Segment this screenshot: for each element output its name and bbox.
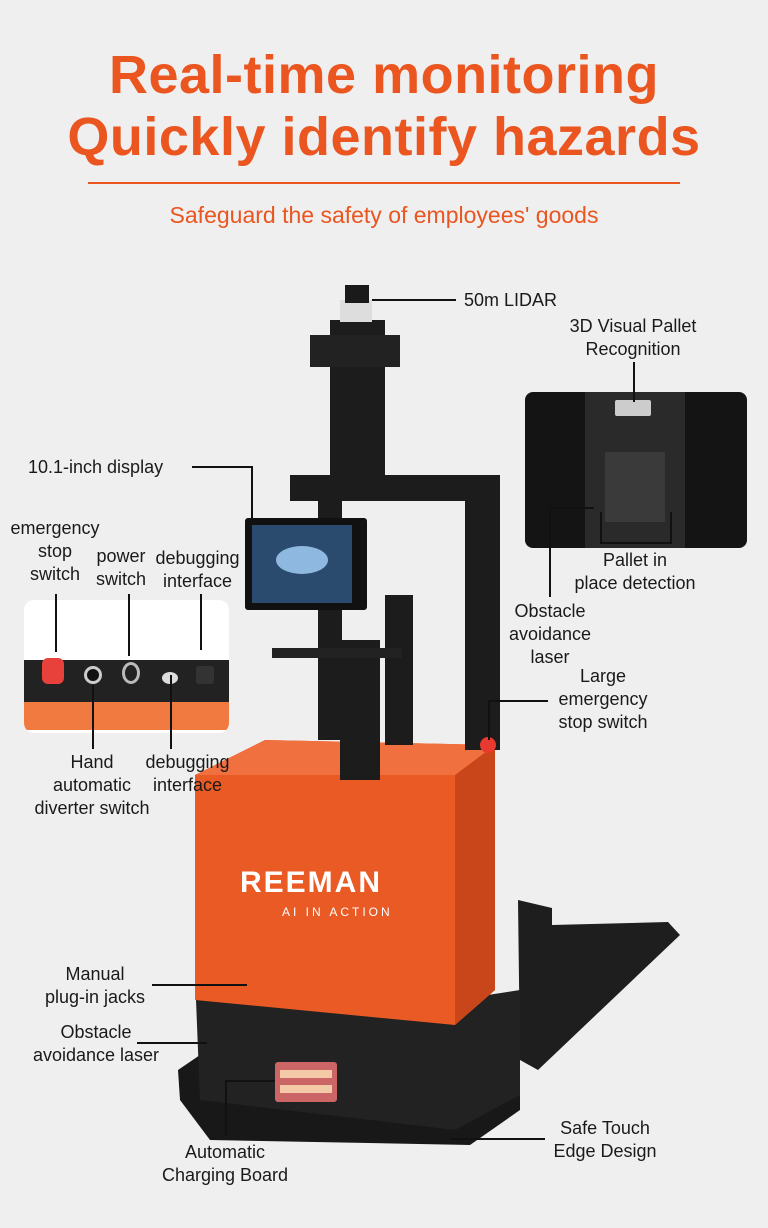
fork: [518, 900, 680, 1070]
divider: [88, 182, 680, 184]
estop-button: [42, 658, 64, 684]
charging-board: [275, 1062, 337, 1102]
label-lidar: 50m LIDAR: [464, 290, 558, 310]
headline-line-1: Real-time monitoring: [108, 45, 660, 105]
control-panel-inset: [24, 600, 229, 733]
subtitle: Safeguard the safety of employees' goods: [169, 202, 599, 228]
brand-tagline: AI IN ACTION: [282, 905, 393, 919]
pallet-camera-inset: [525, 392, 747, 548]
debug-port-square: [196, 666, 214, 684]
large-estop: [480, 737, 496, 753]
headline-line-2: Quickly identify hazards: [67, 107, 701, 167]
lidar: [340, 300, 372, 322]
orange-body: [195, 740, 495, 1025]
power-switch: [122, 662, 140, 684]
label-display: 10.1-inch display: [28, 457, 164, 477]
hand-auto-switch: [84, 666, 102, 684]
brand-logo: REEMAN: [240, 866, 383, 899]
